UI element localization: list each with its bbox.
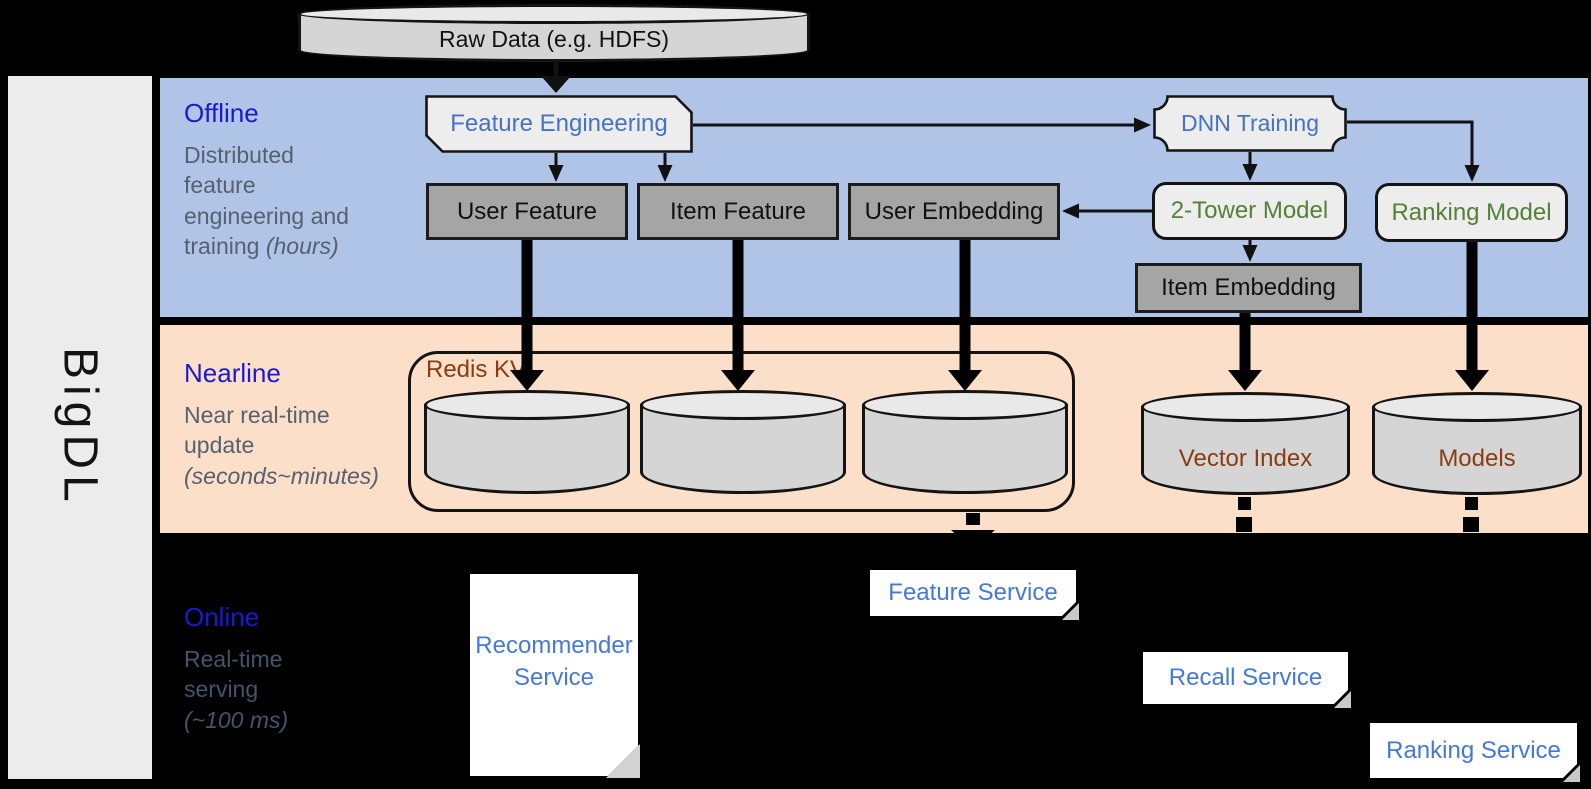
user-embedding-label: User Embedding	[864, 197, 1044, 225]
bigdl-brand-bar: BigDL	[8, 76, 152, 779]
dnn-training-label: DNN Training	[1180, 110, 1320, 136]
nearline-description-text: Near real-time update	[184, 402, 330, 459]
bigdl-logo-text: BigDL	[53, 347, 107, 508]
plaque-shape	[1153, 95, 1347, 152]
feature-engineering-label: Feature Engineering	[450, 110, 668, 137]
online-description-text: Real-time serving	[184, 646, 283, 703]
user-feature-node: User Feature	[426, 183, 628, 240]
recommender-service-node: Recommender Service	[470, 574, 640, 778]
models-label: Models	[1438, 444, 1516, 472]
raw-data-label: Raw Data (e.g. HDFS)	[438, 25, 670, 52]
recall-service-node: Recall Service	[1143, 652, 1351, 708]
raw-data-store: Raw Data (e.g. HDFS)	[298, 4, 810, 62]
feature-service-node: Feature Service	[870, 570, 1079, 620]
item-feature-label: Item Feature	[669, 197, 807, 225]
nearline-description-latency: (seconds~minutes)	[184, 462, 379, 489]
vector-index-store: Vector Index	[1141, 392, 1350, 495]
item-feature-node: Item Feature	[637, 183, 839, 240]
two-tower-model-label: 2-Tower Model	[1170, 197, 1329, 224]
offline-title: Offline	[184, 98, 259, 128]
dnn-training-node: DNN Training	[1153, 95, 1347, 152]
redis-cylinder-1	[424, 390, 630, 494]
offline-description: Distributed feature engineering and trai…	[184, 140, 369, 261]
ranking-service-node: Ranking Service	[1370, 723, 1580, 782]
item-embedding-node: Item Embedding	[1135, 263, 1362, 313]
redis-cylinder-3	[862, 390, 1068, 494]
raw-data-cylinder-top	[298, 4, 810, 24]
recommender-service-document: Recommender Service	[470, 574, 638, 776]
nearline-title: Nearline	[184, 358, 281, 388]
offline-description-text: Distributed feature engineering and trai…	[184, 142, 349, 260]
offline-description-latency: (hours)	[265, 233, 339, 260]
recall-service-label: Recall Service	[1168, 664, 1323, 691]
ranking-model-label: Ranking Model	[1391, 198, 1552, 226]
user-feature-label: User Feature	[456, 197, 598, 225]
feature-service-label: Feature Service	[888, 579, 1058, 606]
vector-index-label: Vector Index	[1178, 444, 1313, 472]
nearline-description: Near real-time update (seconds~minutes)	[184, 400, 379, 491]
online-description: Real-time serving (~100 ms)	[184, 644, 319, 735]
online-description-latency: (~100 ms)	[184, 706, 289, 733]
item-embedding-label: Item Embedding	[1161, 274, 1336, 301]
online-title: Online	[184, 602, 260, 632]
redis-kv-label: Redis KV	[426, 356, 527, 383]
recommender-service-label: Recommender Service	[475, 631, 633, 691]
user-embedding-node: User Embedding	[848, 183, 1060, 240]
snip-rectangle-shape	[425, 95, 693, 153]
ranking-service-label: Ranking Service	[1386, 736, 1561, 764]
redis-cylinder-2	[640, 390, 846, 494]
feature-engineering-node: Feature Engineering	[425, 95, 693, 153]
models-store: Models	[1372, 392, 1582, 495]
ranking-model-node: Ranking Model	[1375, 183, 1568, 242]
two-tower-model-node: 2-Tower Model	[1152, 182, 1347, 240]
